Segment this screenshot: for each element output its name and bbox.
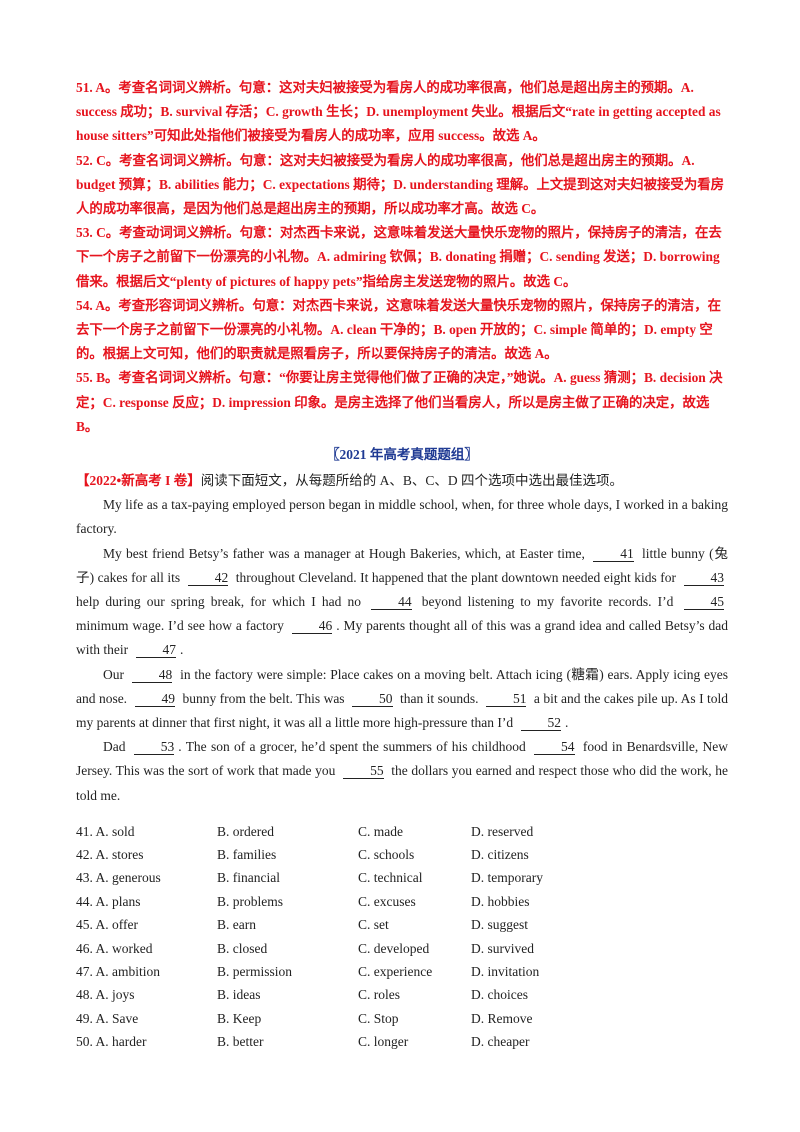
passage-paragraph-2: My best friend Betsy’s father was a mana… xyxy=(76,542,728,663)
option-b: B. problems xyxy=(217,893,283,909)
option-b: B. ordered xyxy=(217,823,274,839)
option-a: 43. A. generous xyxy=(76,870,161,886)
blank-44: 44 xyxy=(371,595,412,611)
option-c: C. longer xyxy=(358,1034,409,1050)
option-row-46: 46. A. worked B. closed C. developed D. … xyxy=(76,937,728,960)
passage-text: My best friend Betsy’s father was a mana… xyxy=(103,545,585,561)
option-c: C. developed xyxy=(358,940,430,956)
option-b: B. earn xyxy=(217,917,256,933)
passage-paragraph-3: Our 48 in the factory were simple: Place… xyxy=(76,663,728,736)
option-a: 46. A. worked xyxy=(76,940,153,956)
passage-text: . The son of a grocer, he’d spent the su… xyxy=(178,739,526,755)
option-row-48: 48. A. joys B. ideas C. roles D. choices xyxy=(76,984,728,1007)
option-a: 49. A. Save xyxy=(76,1010,139,1026)
option-b: B. better xyxy=(217,1034,264,1050)
passage-text: . xyxy=(565,715,569,731)
passage-text: . xyxy=(180,642,184,658)
option-d: D. suggest xyxy=(471,917,528,933)
option-d: D. temporary xyxy=(471,870,543,886)
passage-text: little bunny (兔子) cakes for all its xyxy=(76,545,728,585)
option-c: C. roles xyxy=(358,987,400,1003)
option-b: B. ideas xyxy=(217,987,261,1003)
question-header: 【2022•新高考 I 卷】阅读下面短文，从每题所给的 A、B、C、D 四个选项… xyxy=(76,469,728,493)
option-a: 47. A. ambition xyxy=(76,963,160,979)
blank-54: 54 xyxy=(534,740,575,756)
blank-55: 55 xyxy=(343,764,384,780)
section-title: 〖2021 年高考真题题组〗 xyxy=(326,447,478,463)
option-b: B. permission xyxy=(217,963,293,979)
option-b: B. families xyxy=(217,846,277,862)
blank-41: 41 xyxy=(593,546,634,562)
source-tag: 【2022•新高考 I 卷】 xyxy=(76,473,201,489)
option-c: C. schools xyxy=(358,846,415,862)
option-row-49: 49. A. Save B. Keep C. Stop D. Remove xyxy=(76,1007,728,1030)
instructions: 阅读下面短文，从每题所给的 A、B、C、D 四个选项中选出最佳选项。 xyxy=(200,473,623,489)
passage-text: the dollars you earned and respect those… xyxy=(76,763,729,803)
passage-text: minimum wage. I’d see how a factory xyxy=(76,618,284,634)
blank-42: 42 xyxy=(187,570,229,586)
passage-text: . My parents thought all of this was a g… xyxy=(76,618,728,658)
option-b: B. Keep xyxy=(217,1010,262,1026)
passage-text: a bit and the cakes pile up. As I told m… xyxy=(76,690,729,731)
option-b: B. closed xyxy=(217,940,268,956)
option-row-41: 41. A. sold B. ordered C. made D. reserv… xyxy=(76,820,728,843)
passage-text: food in Benardsville, New Jersey. This w… xyxy=(76,739,729,779)
option-a: 42. A. stores xyxy=(76,846,144,862)
option-d: D. invitation xyxy=(471,963,540,979)
answer-54: 54. A。考查形容词词义辨析。句意：对杰西卡来说，这意味着发送大量快乐宠物的照… xyxy=(76,297,721,362)
blank-49: 49 xyxy=(134,691,176,707)
option-c: C. Stop xyxy=(358,1010,399,1026)
option-c: C. made xyxy=(358,823,403,839)
blank-48: 48 xyxy=(131,667,173,683)
blank-45: 45 xyxy=(683,595,725,611)
passage-text: beyond listening to my favorite records.… xyxy=(421,594,674,610)
option-c: C. technical xyxy=(358,870,423,886)
passage-text: throughout Cleveland. It happened that t… xyxy=(235,569,677,585)
option-row-50: 50. A. harder B. better C. longer D. che… xyxy=(76,1030,728,1053)
answer-52: 52. C。考查名词词义辨析。句意：这对夫妇被接受为看房人的成功率很高，他们总是… xyxy=(76,152,724,217)
option-d: D. survived xyxy=(471,940,534,956)
option-d: D. citizens xyxy=(471,846,529,862)
answer-51: 51. A。考查名词词义辨析。句意：这对夫妇被接受为看房人的成功率很高，他们总是… xyxy=(76,80,721,144)
option-a: 41. A. sold xyxy=(76,823,135,839)
option-c: C. experience xyxy=(358,963,433,979)
passage-text: bunny from the belt. This was xyxy=(182,690,345,706)
option-row-45: 45. A. offer B. earn C. set D. suggest xyxy=(76,913,728,936)
option-d: D. cheaper xyxy=(471,1034,530,1050)
passage-text: Our xyxy=(103,666,124,682)
passage-text: Dad xyxy=(103,739,126,755)
passage-text: help during our spring break, for which … xyxy=(76,594,361,610)
option-d: D. Remove xyxy=(471,1010,533,1026)
option-d: D. choices xyxy=(471,987,528,1003)
blank-53: 53 xyxy=(133,740,175,756)
option-c: C. set xyxy=(358,917,389,933)
option-a: 48. A. joys xyxy=(76,987,135,1003)
blank-52: 52 xyxy=(520,716,562,732)
passage-text: than it sounds. xyxy=(399,690,479,706)
option-row-47: 47. A. ambition B. permission C. experie… xyxy=(76,960,728,983)
option-a: 45. A. offer xyxy=(76,917,138,933)
blank-43: 43 xyxy=(683,570,725,586)
answer-55: 55. B。考查名词词义辨析。句意：“你要让房主觉得他们做了正确的决定，”她说。… xyxy=(76,370,723,434)
blank-51: 51 xyxy=(485,691,527,707)
document-page: 51. A。考查名词词义辨析。句意：这对夫妇被接受为看房人的成功率很高，他们总是… xyxy=(76,76,728,1054)
option-row-43: 43. A. generous B. financial C. technica… xyxy=(76,867,728,890)
option-c: C. excuses xyxy=(358,893,416,909)
option-b: B. financial xyxy=(217,870,280,886)
option-row-44: 44. A. plans B. problems C. excuses D. h… xyxy=(76,890,728,913)
blank-47: 47 xyxy=(135,643,176,659)
answer-53: 53. C。考查动词词义辨析。句意：对杰西卡来说，这意味着发送大量快乐宠物的照片… xyxy=(76,225,722,289)
option-d: D. reserved xyxy=(471,823,534,839)
option-a: 50. A. harder xyxy=(76,1034,147,1050)
blank-50: 50 xyxy=(352,691,393,707)
passage-text: in the factory were simple: Place cakes … xyxy=(76,666,728,706)
option-row-42: 42. A. stores B. families C. schools D. … xyxy=(76,843,728,866)
options-list: 41. A. sold B. ordered C. made D. reserv… xyxy=(76,820,728,1054)
option-d: D. hobbies xyxy=(471,893,530,909)
passage-paragraph-1: My life as a tax-paying employed person … xyxy=(76,497,728,537)
option-a: 44. A. plans xyxy=(76,893,141,909)
blank-46: 46 xyxy=(291,619,333,635)
passage-paragraph-4: Dad 53. The son of a grocer, he’d spent … xyxy=(76,735,728,808)
